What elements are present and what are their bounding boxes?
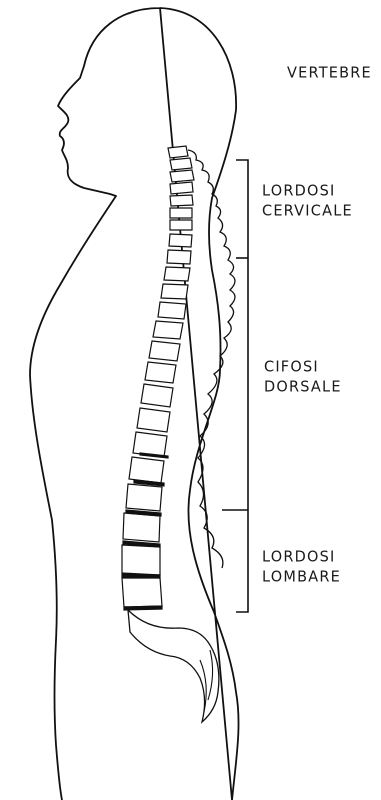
spine-column xyxy=(122,146,194,610)
label-vertebre: VERTEBRE xyxy=(287,64,372,84)
label-cifosi-dorsale: CIFOSI DORSALE xyxy=(264,358,342,398)
label-lordosi-cervicale: LORDOSI CERVICALE xyxy=(262,182,353,222)
label-lordosi-lombare: LORDOSI LOMBARE xyxy=(262,548,341,588)
spinous-processes xyxy=(188,150,235,568)
region-brackets xyxy=(222,160,248,612)
